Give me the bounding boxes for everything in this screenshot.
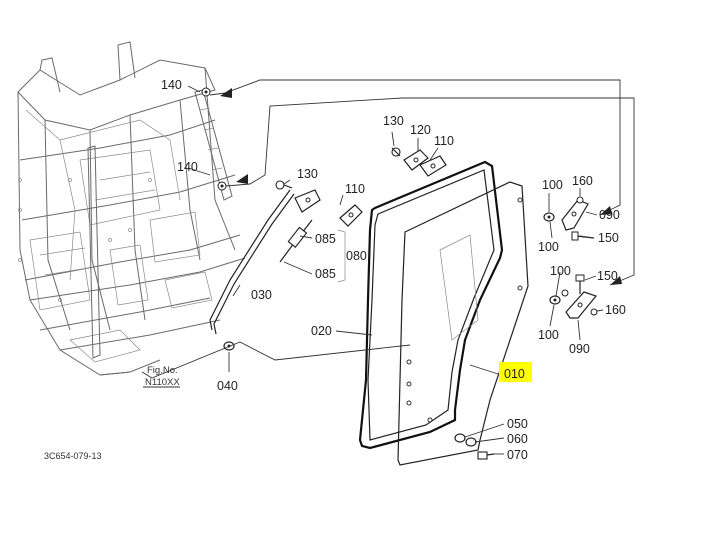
callout-020: 020 <box>311 324 332 338</box>
glass-010 <box>397 181 529 466</box>
callout-090-upper: 090 <box>599 208 620 222</box>
arrow-heads <box>220 88 622 285</box>
hinge-group-lower <box>549 274 598 319</box>
cab-bolt-upper <box>201 87 211 97</box>
seal-020 <box>358 160 504 450</box>
callout-110-top: 110 <box>434 134 454 148</box>
callout-120: 120 <box>410 123 431 137</box>
hinge-group-upper <box>543 196 595 241</box>
callout-030: 030 <box>251 288 272 302</box>
callout-110-left: 110 <box>345 182 365 196</box>
callout-090-lower: 090 <box>569 342 590 356</box>
callout-070: 070 <box>507 448 528 462</box>
figure-reference: Fig.No. N110XX <box>143 365 180 388</box>
callout-080: 080 <box>346 249 367 263</box>
callout-100-lower-b: 100 <box>538 328 559 342</box>
bolt-130-left <box>275 180 293 190</box>
sheet-code: 3C654-079-13 <box>44 451 102 461</box>
callout-100-lower-a: 100 <box>550 264 571 278</box>
cab-bolt-lower <box>217 181 227 191</box>
gas-strut-085 <box>279 219 313 263</box>
washer-040 <box>223 341 235 351</box>
callout-100-upper-b: 100 <box>538 240 559 254</box>
fasteners-top <box>391 147 447 177</box>
callout-130-left: 130 <box>297 167 318 181</box>
callout-060: 060 <box>507 432 528 446</box>
plate-110-middle <box>339 204 363 227</box>
figure-ref-line2: N110XX <box>145 377 180 388</box>
callout-130-top: 130 <box>383 114 404 128</box>
callout-150-lower: 150 <box>597 269 618 283</box>
callout-010: 010 <box>504 367 525 381</box>
callout-150-upper: 150 <box>598 231 619 245</box>
callout-140-upper: 140 <box>161 78 182 92</box>
callout-100-upper-a: 100 <box>542 178 563 192</box>
rod-030 <box>209 189 295 335</box>
cab-frame <box>17 41 246 376</box>
bracket-080-group <box>337 229 346 283</box>
figure-ref-line1: Fig.No. <box>147 365 178 376</box>
bracket-110-left <box>294 189 321 213</box>
callout-085-upper: 085 <box>315 232 336 246</box>
leader-lines <box>141 79 635 455</box>
callout-050: 050 <box>507 417 528 431</box>
highlight-010 <box>499 362 532 382</box>
callout-085-lower: 085 <box>315 267 336 281</box>
bottom-fasteners <box>454 433 495 460</box>
callout-140-lower: 140 <box>177 160 198 174</box>
callout-160-upper: 160 <box>572 174 593 188</box>
callout-040: 040 <box>217 379 238 393</box>
callout-160-lower: 160 <box>605 303 626 317</box>
